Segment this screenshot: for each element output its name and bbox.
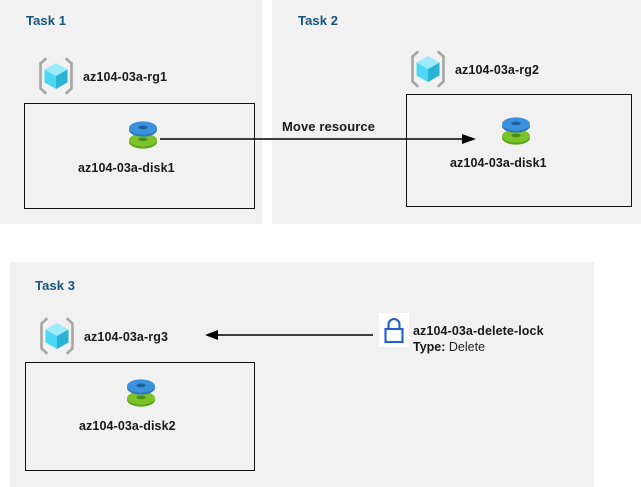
disk-2-label: az104-03a-disk2 xyxy=(79,419,176,433)
task-1-panel xyxy=(0,0,262,224)
resource-group-1-box xyxy=(24,103,255,209)
managed-disk-icon xyxy=(127,379,155,407)
resource-group-2-box xyxy=(406,94,632,207)
resource-group-cube-icon xyxy=(39,57,73,95)
resource-group-1-label: az104-03a-rg1 xyxy=(83,70,167,84)
padlock-icon xyxy=(379,313,409,347)
delete-lock-type-value: Delete xyxy=(448,340,486,354)
delete-lock-name-label: az104-03a-delete-lock xyxy=(413,324,544,338)
disk-1-label-task1: az104-03a-disk1 xyxy=(78,161,175,175)
task-2-panel xyxy=(272,0,641,224)
move-resource-arrow xyxy=(160,134,476,144)
resource-group-cube-icon xyxy=(40,317,74,355)
disk-1-label-task2: az104-03a-disk1 xyxy=(450,156,547,170)
task-1-title: Task 1 xyxy=(26,13,67,28)
delete-lock-type-label: Type: Delete xyxy=(413,340,485,354)
delete-lock-type-key: Type: xyxy=(413,340,446,354)
task-2-title: Task 2 xyxy=(298,13,339,28)
resource-group-2-label: az104-03a-rg2 xyxy=(455,63,539,77)
resource-group-cube-icon xyxy=(411,50,445,88)
task-3-title: Task 3 xyxy=(35,278,76,293)
managed-disk-icon xyxy=(129,121,157,149)
managed-disk-icon xyxy=(502,117,530,145)
task-3-panel xyxy=(10,262,594,487)
resource-group-3-box xyxy=(25,362,255,471)
move-resource-label: Move resource xyxy=(282,119,376,134)
delete-lock-arrow xyxy=(205,330,373,340)
resource-group-3-label: az104-03a-rg3 xyxy=(84,330,168,344)
